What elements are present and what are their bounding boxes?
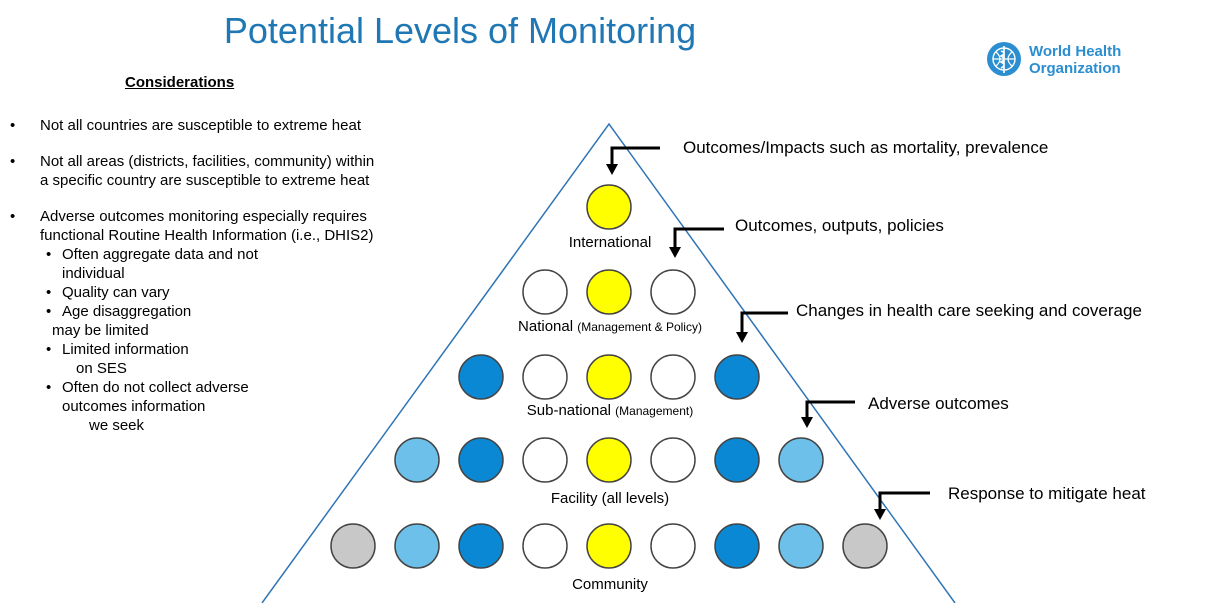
circle-blue — [714, 354, 760, 400]
circle-blue — [714, 523, 760, 569]
sub-item-cont: may be limited — [52, 322, 149, 339]
who-logo: World Health Organization — [985, 40, 1165, 80]
level-name: Facility (all levels) — [550, 490, 670, 507]
sub-item-cont: on SES — [76, 360, 127, 377]
level-label-facility: Facility (all levels) — [470, 490, 750, 507]
arrow-line — [878, 491, 930, 511]
sub-item: Quality can vary — [10, 283, 380, 302]
logo-line-1: World Health — [1029, 43, 1122, 60]
circle-blue — [714, 437, 760, 483]
circle-white — [522, 523, 568, 569]
consideration-item: Not all countries are susceptible to ext… — [10, 116, 380, 135]
level-name: Community — [572, 576, 648, 593]
circle-gray — [842, 523, 888, 569]
pyramid-outline — [261, 122, 956, 603]
arrow-head-icon — [606, 164, 618, 175]
sub-item-cont: we seek — [89, 417, 145, 434]
circle-white — [650, 354, 696, 400]
annotation-adverse-outcomes: Adverse outcomes — [868, 394, 1009, 413]
annotation-response: Response to mitigate heat — [948, 484, 1146, 503]
circle-blue — [458, 523, 504, 569]
arrow-head-icon — [669, 247, 681, 258]
page-title: Potential Levels of Monitoring — [223, 10, 697, 51]
circle-lightblue — [778, 437, 824, 483]
circle-white — [522, 354, 568, 400]
arrow-head-icon — [736, 332, 748, 343]
level-name: National — [518, 318, 574, 335]
considerations-heading: Considerations — [125, 74, 235, 91]
level-label-national: National (Management & Policy) — [470, 318, 750, 335]
level-name: International — [568, 234, 652, 251]
annotation-impacts: Outcomes/Impacts such as mortality, prev… — [683, 138, 1049, 157]
sub-item-cont: individual — [62, 265, 125, 282]
arrow-head-icon — [801, 417, 813, 428]
level-detail: (Management) — [615, 404, 694, 418]
circle-gray — [330, 523, 376, 569]
circle-blue — [458, 354, 504, 400]
level-name: Sub-national — [526, 402, 611, 419]
arrow-line — [610, 146, 660, 166]
arrow-head-icon — [874, 509, 886, 520]
circle-yellow — [586, 437, 632, 483]
sub-item: Age disaggregation — [10, 302, 380, 321]
annotation-outputs: Outcomes, outputs, policies — [735, 216, 944, 235]
sub-item: Limited information — [10, 340, 380, 359]
pyramid-circles — [330, 184, 888, 569]
circle-white — [650, 523, 696, 569]
circle-yellow — [586, 523, 632, 569]
circle-white — [522, 269, 568, 315]
annotation-arrows — [606, 146, 930, 520]
arrow-line — [805, 400, 855, 419]
circle-lightblue — [394, 523, 440, 569]
circle-yellow — [586, 184, 632, 230]
circle-white — [650, 269, 696, 315]
circle-lightblue — [778, 523, 824, 569]
level-label-community: Community — [470, 576, 750, 593]
level-label-international: International — [540, 234, 680, 251]
circle-lightblue — [394, 437, 440, 483]
sub-item: Often aggregate data and not — [10, 245, 380, 264]
logo-line-2: Organization — [1029, 60, 1121, 77]
sub-item-cont: outcomes information — [62, 398, 206, 415]
circle-white — [650, 437, 696, 483]
consideration-item: Not all areas (districts, facilities, co… — [10, 152, 380, 190]
level-label-sub-national: Sub-national (Management) — [470, 402, 750, 419]
level-detail: (Management & Policy) — [577, 320, 702, 334]
annotation-care-seeking: Changes in health care seeking and cover… — [796, 301, 1142, 320]
circle-white — [522, 437, 568, 483]
sub-item: Often do not collect adverse — [10, 378, 380, 397]
circle-blue — [458, 437, 504, 483]
who-emblem-icon — [987, 42, 1021, 76]
circle-yellow — [586, 269, 632, 315]
arrow-line — [673, 227, 724, 249]
arrow-line — [740, 311, 788, 334]
consideration-item: Adverse outcomes monitoring especially r… — [10, 207, 380, 245]
considerations-list: Not all countries are susceptible to ext… — [10, 116, 380, 435]
circle-yellow — [586, 354, 632, 400]
